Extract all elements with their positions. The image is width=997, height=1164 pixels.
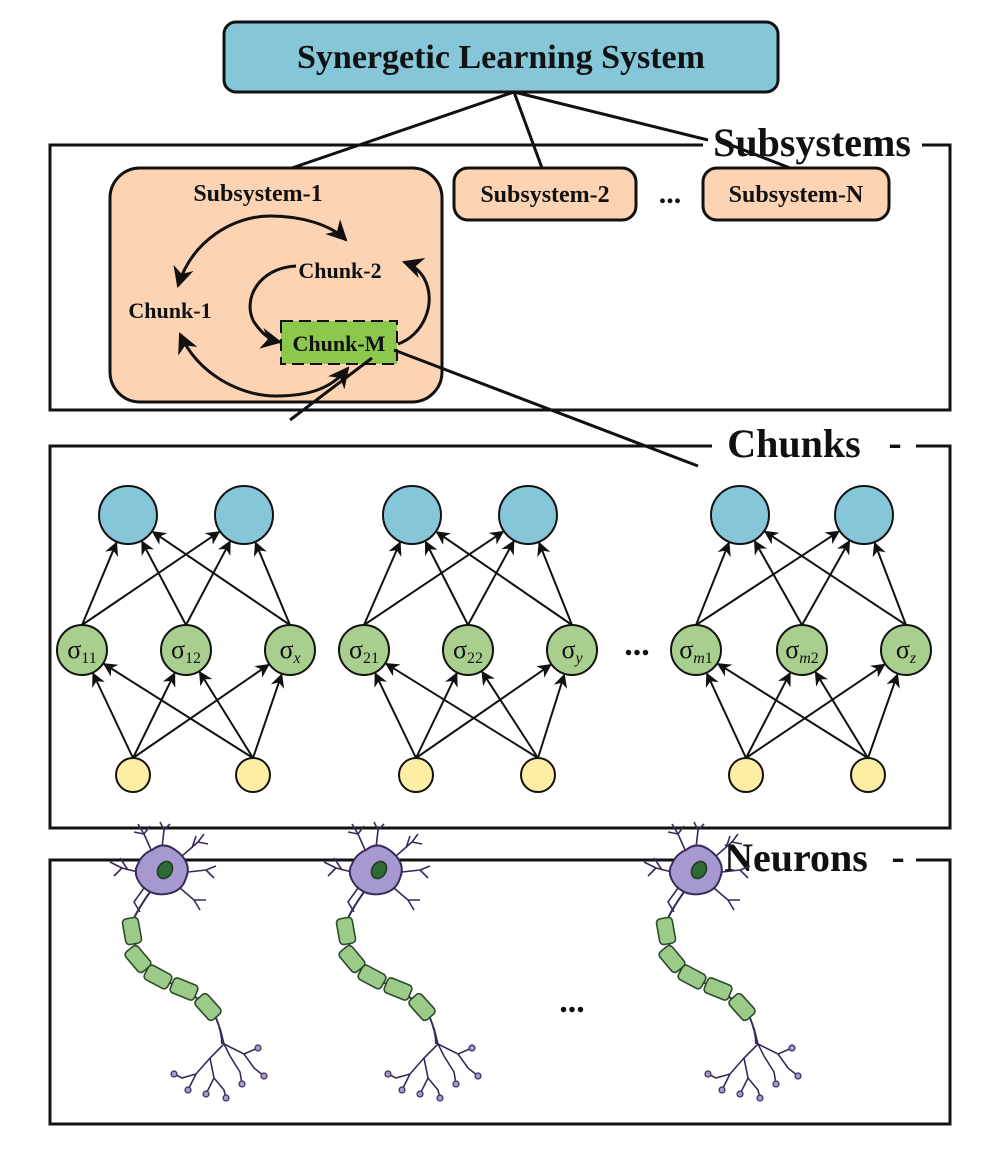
hidden-node	[546, 624, 598, 676]
hidden-node	[776, 624, 828, 676]
subsystems-ellipsis: ...	[659, 177, 682, 210]
connection-arrow	[872, 541, 907, 626]
connection-arrow	[141, 540, 187, 626]
input-node	[850, 757, 886, 793]
connection-arrow	[92, 672, 134, 759]
connection-arrow	[801, 539, 851, 626]
hidden-node-label: σ21	[349, 635, 379, 667]
connection-arrow	[102, 663, 254, 759]
hidden-node-label: σ11	[67, 635, 96, 667]
connection-arrow	[867, 673, 900, 759]
subsystems-panel: Subsystems	[48, 120, 952, 412]
chunks-dash: -	[888, 420, 901, 465]
connection-arrow	[695, 541, 731, 626]
arrow-icon	[178, 332, 350, 398]
connection-arrow	[537, 541, 573, 626]
arrow-icon	[397, 258, 431, 346]
connection-arrow	[151, 531, 291, 626]
neuron-icon	[109, 821, 268, 1102]
connection-arrow	[481, 670, 539, 759]
connection-arrow	[81, 541, 119, 626]
output-node	[498, 485, 558, 545]
hidden-node	[56, 624, 108, 676]
neuron-icon	[323, 821, 482, 1102]
subsystem-n-label: Subsystem-N	[729, 182, 864, 208]
connection-arrow	[467, 540, 515, 626]
hidden-node	[442, 624, 494, 676]
hidden-node	[264, 624, 316, 676]
input-node	[728, 757, 764, 793]
hidden-node-label: σm2	[785, 635, 819, 667]
subsystems-label: Subsystems	[713, 120, 911, 165]
connection-arrow	[705, 672, 747, 759]
neurons-ellipsis: ...	[559, 983, 585, 1020]
hidden-node	[338, 624, 390, 676]
neurons-dash: -	[891, 834, 904, 879]
title-box	[222, 20, 780, 94]
networks-ellipsis: ...	[624, 626, 650, 663]
hidden-node-label: σm1	[679, 635, 713, 667]
hidden-node-label: σ12	[171, 635, 201, 667]
output-node	[98, 485, 158, 545]
output-node	[382, 485, 442, 545]
connection-arrow	[81, 531, 221, 626]
output-node	[214, 485, 274, 545]
connection-arrow	[132, 663, 270, 759]
chunk-2-label: Chunk-2	[298, 258, 381, 283]
connection-arrow	[745, 663, 886, 759]
chunks-panel: Chunks -	[48, 420, 952, 830]
output-node	[710, 485, 770, 545]
input-node	[235, 757, 271, 793]
connection-arrow	[537, 673, 568, 759]
connection-arrow	[745, 671, 791, 759]
connection-arrow	[252, 673, 285, 759]
connection-arrow	[415, 663, 552, 759]
connection-arrow	[363, 541, 402, 626]
arrow-icon	[173, 214, 348, 289]
connection-arrow	[363, 530, 505, 626]
chunk-1-label: Chunk-1	[128, 298, 211, 323]
subsystem-1-label: Subsystem-1	[193, 181, 322, 207]
input-node	[520, 757, 556, 793]
page-title: Synergetic Learning System	[297, 39, 705, 76]
chunk-networks: σ11 σ12 σx σ21 σ22 σy σm1 σm2 σz	[56, 485, 932, 793]
connection-arrow	[253, 541, 291, 626]
subsystem-2-label: Subsystem-2	[480, 182, 609, 208]
connection-arrow	[384, 662, 539, 759]
chunk-arrows	[173, 214, 431, 398]
subsystem-n-box	[701, 166, 891, 222]
neurons-label: Neurons	[724, 835, 868, 880]
connection-arrow	[424, 540, 469, 626]
connection-arrow	[198, 670, 254, 759]
chunks-label: Chunks	[727, 421, 860, 466]
hidden-node-label: σx	[279, 635, 300, 667]
title-connectors	[285, 90, 791, 172]
chunk-m-label: Chunk-M	[293, 331, 386, 356]
connection-arrow	[132, 672, 176, 759]
subsystem-2-box	[452, 166, 638, 222]
connection-arrow	[415, 672, 458, 759]
connection-arrow	[695, 530, 841, 626]
connection-arrow	[435, 531, 573, 626]
hidden-node	[880, 624, 932, 676]
input-node	[398, 757, 434, 793]
hidden-node-label: σz	[896, 635, 917, 667]
connection-arrow	[763, 530, 907, 626]
output-node	[834, 485, 894, 545]
connection-arrow	[753, 539, 803, 626]
connection-arrow	[185, 540, 231, 626]
connection-arrow	[716, 662, 869, 759]
hidden-node	[670, 624, 722, 676]
hidden-node-label: σy	[561, 635, 583, 667]
connection-arrow	[374, 672, 417, 759]
connection-arrow	[814, 670, 869, 759]
input-node	[115, 757, 151, 793]
hidden-node	[160, 624, 212, 676]
hidden-node-label: σ22	[453, 635, 483, 667]
